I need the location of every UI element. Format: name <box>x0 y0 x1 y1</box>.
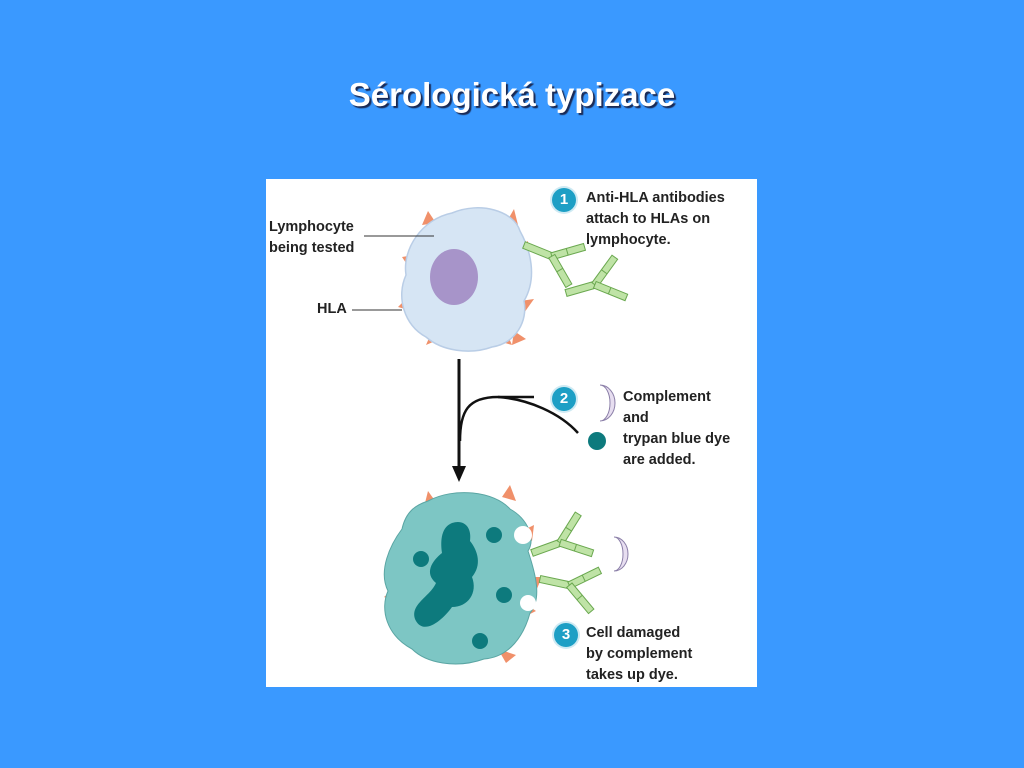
slide-title: Sérologická typizace <box>348 76 676 113</box>
dye-granule <box>472 633 488 649</box>
dye-granule <box>486 527 502 543</box>
membrane-pore <box>520 595 536 611</box>
step-1-badge: 1 <box>552 188 576 212</box>
complement-icon <box>599 384 616 422</box>
step-1-text: Anti-HLA antibodies attach to HLAs on ly… <box>586 190 725 248</box>
damaged-lymphocyte <box>383 485 542 665</box>
lymphocyte-nucleus <box>430 249 478 305</box>
hla-label: HLA <box>317 301 347 317</box>
damaged-nucleus <box>414 521 478 627</box>
diagram-figure: Lymphocyte being tested HLA 1 Anti-HLA a… <box>266 179 757 687</box>
trypan-blue-dye-icon <box>588 432 606 450</box>
dye-granule <box>413 551 429 567</box>
process-arrow <box>452 359 579 482</box>
antibody-3 <box>523 510 596 576</box>
complement-bound-icon <box>613 536 629 572</box>
membrane-pore <box>514 526 532 544</box>
lymphocyte-label: Lymphocyte being tested <box>269 219 355 256</box>
step-3-text: Cell damaged by complement takes up dye. <box>586 625 693 683</box>
healthy-lymphocyte <box>352 207 534 352</box>
dye-granule <box>496 587 512 603</box>
step-2-badge: 2 <box>552 387 576 411</box>
antibody-4 <box>534 555 604 615</box>
diagram-canvas <box>352 207 630 665</box>
step-3-badge: 3 <box>554 623 578 647</box>
step-2-text: Complement and trypan blue dye are added… <box>623 389 731 468</box>
